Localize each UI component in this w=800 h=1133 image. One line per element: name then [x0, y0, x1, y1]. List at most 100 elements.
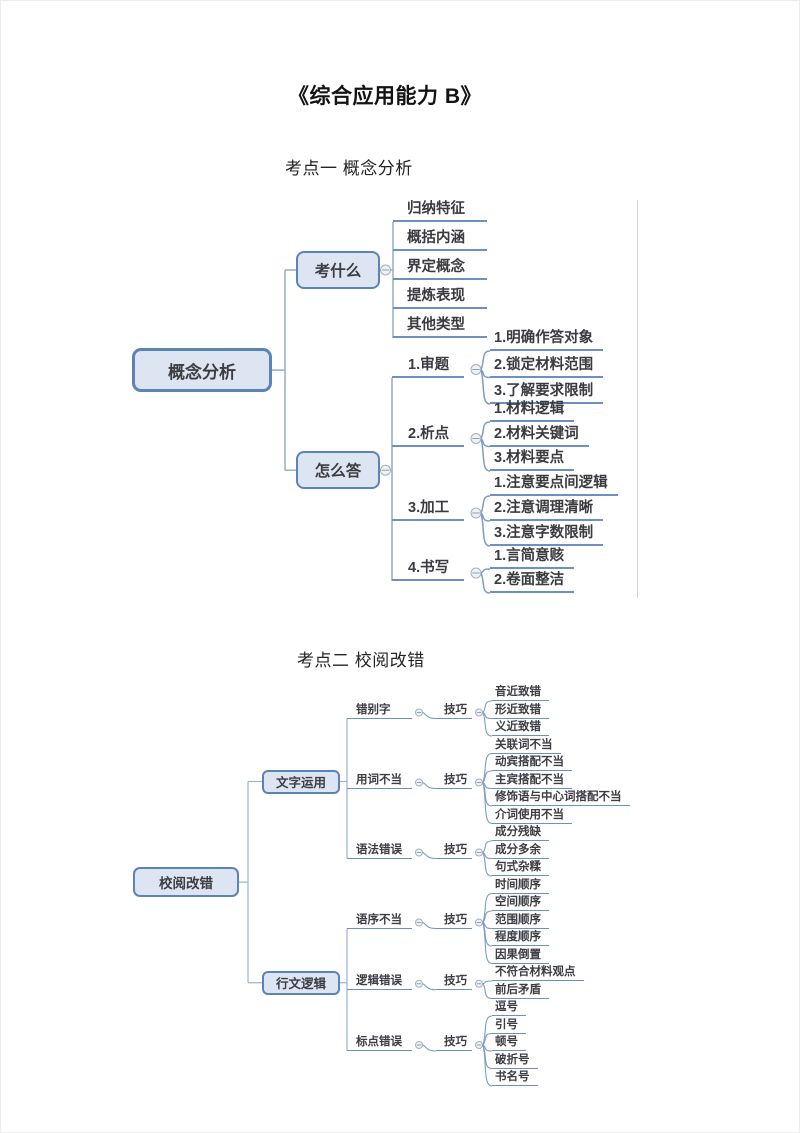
map1-leaf: 3.了解要求限制: [490, 378, 604, 404]
map2-leaf: 主宾搭配不当: [492, 770, 572, 789]
branch-curve: [422, 983, 437, 991]
branch-curve: [482, 1044, 493, 1052]
map2-leaf: 句式杂糅: [492, 857, 549, 876]
collapse-icon: [415, 979, 423, 988]
branch-curve: [480, 568, 491, 574]
branch-curve: [480, 350, 491, 370]
branch-curve: [480, 512, 491, 547]
collapse-icon: [475, 918, 483, 927]
map1-leaf: 提炼表现: [393, 283, 487, 309]
branch-curve: [480, 421, 491, 439]
branch-curve: [482, 1044, 493, 1070]
collapse-icon: [415, 1041, 423, 1049]
map2-leaf: 音近致错: [492, 682, 549, 701]
branch-curve: [480, 512, 491, 522]
map1-sub-label: 2.析点: [392, 421, 464, 447]
map2-leaf: 顿号: [492, 1032, 526, 1051]
map1-leaf: 2.注意调理清晰: [490, 495, 604, 521]
map1-leaf: 1.明确作答对象: [490, 325, 604, 351]
map2-technique-label: 技巧: [436, 700, 472, 719]
map2-leaf: 关联词不当: [492, 735, 561, 754]
map2-leaf: 引号: [492, 1015, 526, 1034]
map1-leaf: 2.卷面整洁: [490, 567, 575, 593]
map1-leaf: 其他类型: [393, 312, 487, 338]
branch-curve: [422, 852, 437, 860]
branch-curve: [482, 1044, 493, 1087]
map2-leaf: 时间顺序: [492, 875, 549, 894]
branch-curve: [422, 712, 437, 720]
map1-leaf: 归纳特征: [393, 196, 487, 222]
branch-curve: [482, 712, 493, 720]
map2-leaf: 介词使用不当: [492, 805, 572, 824]
map1-leaf: 2.锁定材料范围: [490, 352, 604, 378]
collapse-icon: [380, 264, 391, 276]
map2-leaf: 修饰语与中心词搭配不当: [492, 787, 630, 806]
doc-title: 《综合应用能力 B》: [288, 85, 482, 108]
map1-sub-label: 4.书写: [392, 555, 464, 581]
map2-leaf: 形近致错: [492, 700, 549, 719]
branch-curve: [422, 782, 437, 790]
section-2-heading: 考点二 校阅改错: [297, 651, 425, 670]
map1-leaf: 概括内涵: [393, 225, 487, 251]
map2-leaf: 书名号: [492, 1067, 538, 1086]
branch-curve: [482, 1032, 493, 1046]
collapse-icon: [415, 848, 423, 857]
map2-leaf: 成分多余: [492, 840, 549, 859]
map1-leaf: 1.言简意赅: [490, 543, 575, 569]
figure-border-line: [637, 200, 638, 598]
branch-curve: [482, 700, 493, 713]
branch-curve: [482, 782, 493, 825]
branch-curve: [422, 1044, 437, 1052]
branch-curve: [480, 369, 491, 405]
branch-curve: [482, 840, 493, 853]
branch-curve: [482, 852, 493, 860]
map2-topic-label: 语序不当: [347, 910, 412, 929]
branch-curve: [482, 892, 493, 923]
branch-curve: [480, 495, 491, 514]
collapse-icon: [470, 507, 482, 519]
map2-leaf: 动宾搭配不当: [492, 752, 572, 771]
collapse-icon: [475, 979, 483, 988]
branch-curve: [482, 852, 493, 877]
collapse-icon: [475, 778, 483, 787]
map1-leaf: 界定概念: [393, 254, 487, 280]
branch-curve: [482, 782, 493, 790]
map1-sub-label: 1.审题: [392, 352, 464, 378]
map2-technique-label: 技巧: [436, 910, 472, 929]
branch-curve: [482, 980, 493, 985]
map2-leaf: 范围顺序: [492, 910, 549, 929]
map2-branch-node: 文字运用: [262, 769, 340, 794]
branch-curve: [480, 438, 491, 472]
map1-leaf: 3.注意字数限制: [490, 520, 604, 546]
branch-curve: [480, 368, 491, 379]
map2-topic-label: 语法错误: [347, 840, 412, 859]
branch-curve: [482, 922, 493, 947]
branch-curve: [482, 782, 493, 807]
map1-leaf: 2.材料关键词: [490, 421, 589, 447]
branch-curve: [482, 910, 493, 923]
branch-curve: [480, 437, 491, 448]
collapse-icon: [415, 708, 423, 717]
collapse-icon: [475, 1041, 483, 1049]
map2-technique-label: 技巧: [436, 840, 472, 859]
collapse-icon: [380, 464, 391, 476]
map2-branch-node: 行文逻辑: [262, 970, 340, 995]
branch-curve: [482, 1015, 493, 1046]
branch-curve: [482, 752, 493, 783]
map2-topic-label: 错别字: [347, 700, 412, 719]
map2-leaf: 逗号: [492, 997, 526, 1016]
map2-leaf: 程度顺序: [492, 927, 549, 946]
collapse-icon: [415, 918, 423, 927]
map2-leaf: 破折号: [492, 1050, 538, 1069]
branch-curve: [482, 922, 493, 930]
map2-leaf: 成分残缺: [492, 822, 549, 841]
map2-root-node: 校阅改错: [133, 867, 239, 898]
collapse-icon: [415, 778, 423, 787]
map1-leaf: 1.材料逻辑: [490, 396, 575, 422]
map2-technique-label: 技巧: [436, 1032, 472, 1051]
branch-curve: [482, 922, 493, 965]
map2-topic-label: 标点错误: [347, 1032, 412, 1051]
map2-technique-label: 技巧: [436, 770, 472, 789]
branch-curve: [482, 983, 493, 1000]
